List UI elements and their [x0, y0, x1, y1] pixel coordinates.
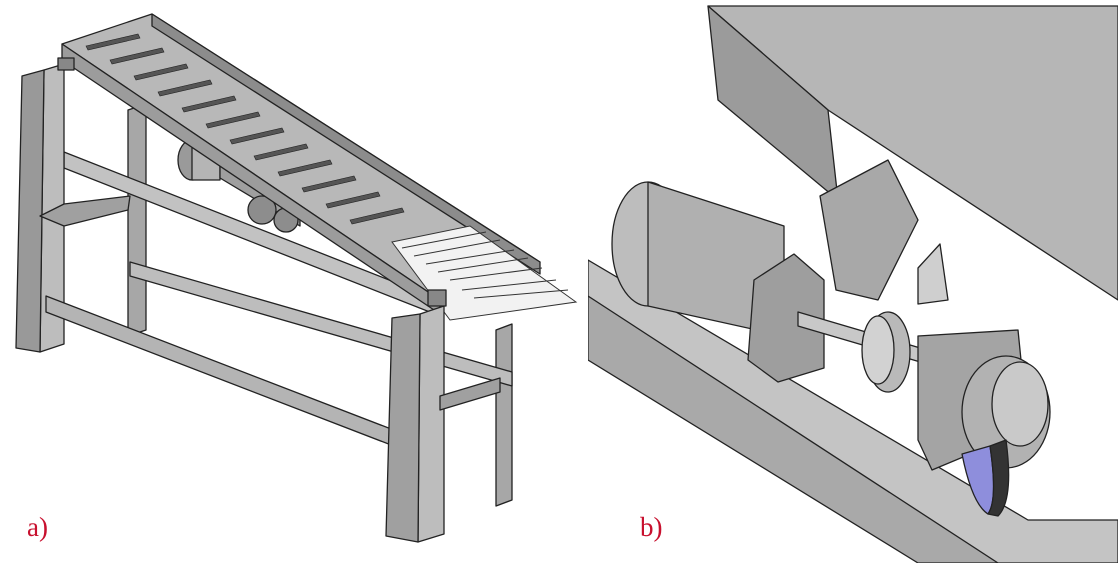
back-left-leg: [127, 103, 147, 337]
sieve-frame-drawing: [15, 13, 578, 543]
left-spring: [57, 57, 75, 71]
motor-detail-drawing: [588, 5, 1118, 563]
front-right-leg: [417, 305, 445, 543]
caption-panel-a: a): [27, 512, 48, 542]
motor-flange: [747, 253, 825, 383]
caption-panel-b: b): [640, 512, 663, 542]
rail-channel-inner: [588, 295, 999, 563]
bracket-triangle: [917, 243, 949, 305]
deck-back-rail: [151, 13, 541, 275]
panel-b-motor-detail: [588, 0, 1118, 563]
right-cross-rail: [439, 377, 501, 411]
deck-perforations: [85, 33, 405, 225]
panel-a-sieve-frame: [15, 13, 578, 543]
mount-bracket: [819, 159, 919, 301]
rail-channel-top: [588, 259, 1118, 563]
right-spring: [427, 289, 447, 307]
left-cross-brace: [39, 195, 131, 227]
front-lower-rail: [45, 295, 431, 461]
back-right-leg: [495, 323, 513, 507]
